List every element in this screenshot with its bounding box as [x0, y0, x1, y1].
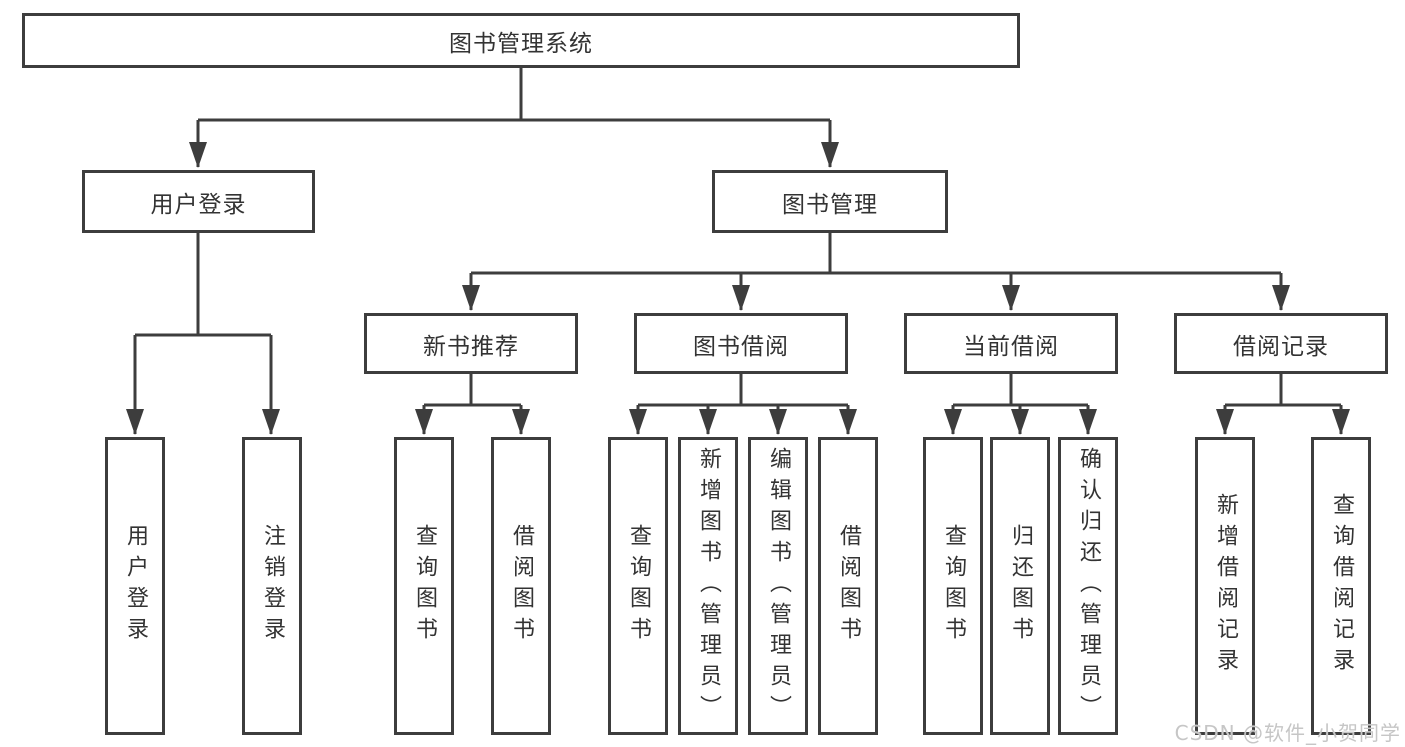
node-book-management-branch: 图书管理 — [712, 170, 948, 233]
node-borrowing-records: 借阅记录 — [1174, 313, 1388, 374]
node-label: 确认归还（管理员） — [1076, 446, 1101, 726]
node-leaf-return-book: 归还图书 — [990, 437, 1050, 735]
node-label: 查询图书 — [941, 524, 966, 648]
node-label: 图书管理系统 — [449, 30, 593, 57]
node-label: 查询借阅记录 — [1329, 493, 1354, 679]
node-leaf-add-book-admin: 新增图书（管理员） — [678, 437, 738, 735]
node-leaf-logout: 注销登录 — [242, 437, 302, 735]
node-leaf-add-borrow-record: 新增借阅记录 — [1195, 437, 1255, 735]
node-label: 归还图书 — [1008, 524, 1033, 648]
connector-user-login-children — [126, 233, 280, 435]
node-label: 新书推荐 — [423, 333, 519, 360]
node-label: 新增图书（管理员） — [696, 446, 721, 726]
node-label: 注销登录 — [260, 524, 285, 648]
csdn-watermark: CSDN @软件_小贺同学 — [1174, 721, 1401, 745]
node-label: 借阅记录 — [1233, 333, 1329, 360]
node-label: 借阅图书 — [836, 524, 861, 648]
node-leaf-edit-book-admin: 编辑图书（管理员） — [748, 437, 808, 735]
node-leaf-query-book-2: 查询图书 — [608, 437, 668, 735]
node-leaf-confirm-return-admin: 确认归还（管理员） — [1058, 437, 1118, 735]
node-label: 用户登录 — [150, 191, 247, 218]
node-root-system: 图书管理系统 — [22, 13, 1020, 68]
node-label: 查询图书 — [626, 524, 651, 648]
node-label: 图书管理 — [782, 191, 878, 218]
node-label: 当前借阅 — [963, 333, 1059, 360]
node-leaf-user-login: 用户登录 — [105, 437, 165, 735]
node-user-login-branch: 用户登录 — [82, 170, 315, 233]
node-label: 图书借阅 — [693, 333, 789, 360]
node-new-book-recommend: 新书推荐 — [364, 313, 578, 374]
node-leaf-query-borrow-record: 查询借阅记录 — [1311, 437, 1371, 735]
node-leaf-borrow-book-2: 借阅图书 — [818, 437, 878, 735]
node-label: 用户登录 — [123, 524, 148, 648]
node-current-borrowing: 当前借阅 — [904, 313, 1118, 374]
node-leaf-borrow-book-1: 借阅图书 — [491, 437, 551, 735]
node-book-borrowing: 图书借阅 — [634, 313, 848, 374]
connector-current-borrow-children — [944, 374, 1097, 435]
node-leaf-query-book-3: 查询图书 — [923, 437, 983, 735]
node-label: 查询图书 — [412, 524, 437, 648]
connector-borrow-record-children — [1216, 374, 1350, 435]
connector-root-to-level2 — [189, 68, 839, 168]
connector-new-book-children — [415, 374, 530, 435]
node-label: 新增借阅记录 — [1213, 493, 1238, 679]
node-label: 编辑图书（管理员） — [766, 446, 791, 726]
node-leaf-query-book-1: 查询图书 — [394, 437, 454, 735]
connector-book-borrow-children — [629, 374, 857, 435]
connector-book-mgmt-children — [462, 233, 1290, 311]
node-label: 借阅图书 — [509, 524, 534, 648]
